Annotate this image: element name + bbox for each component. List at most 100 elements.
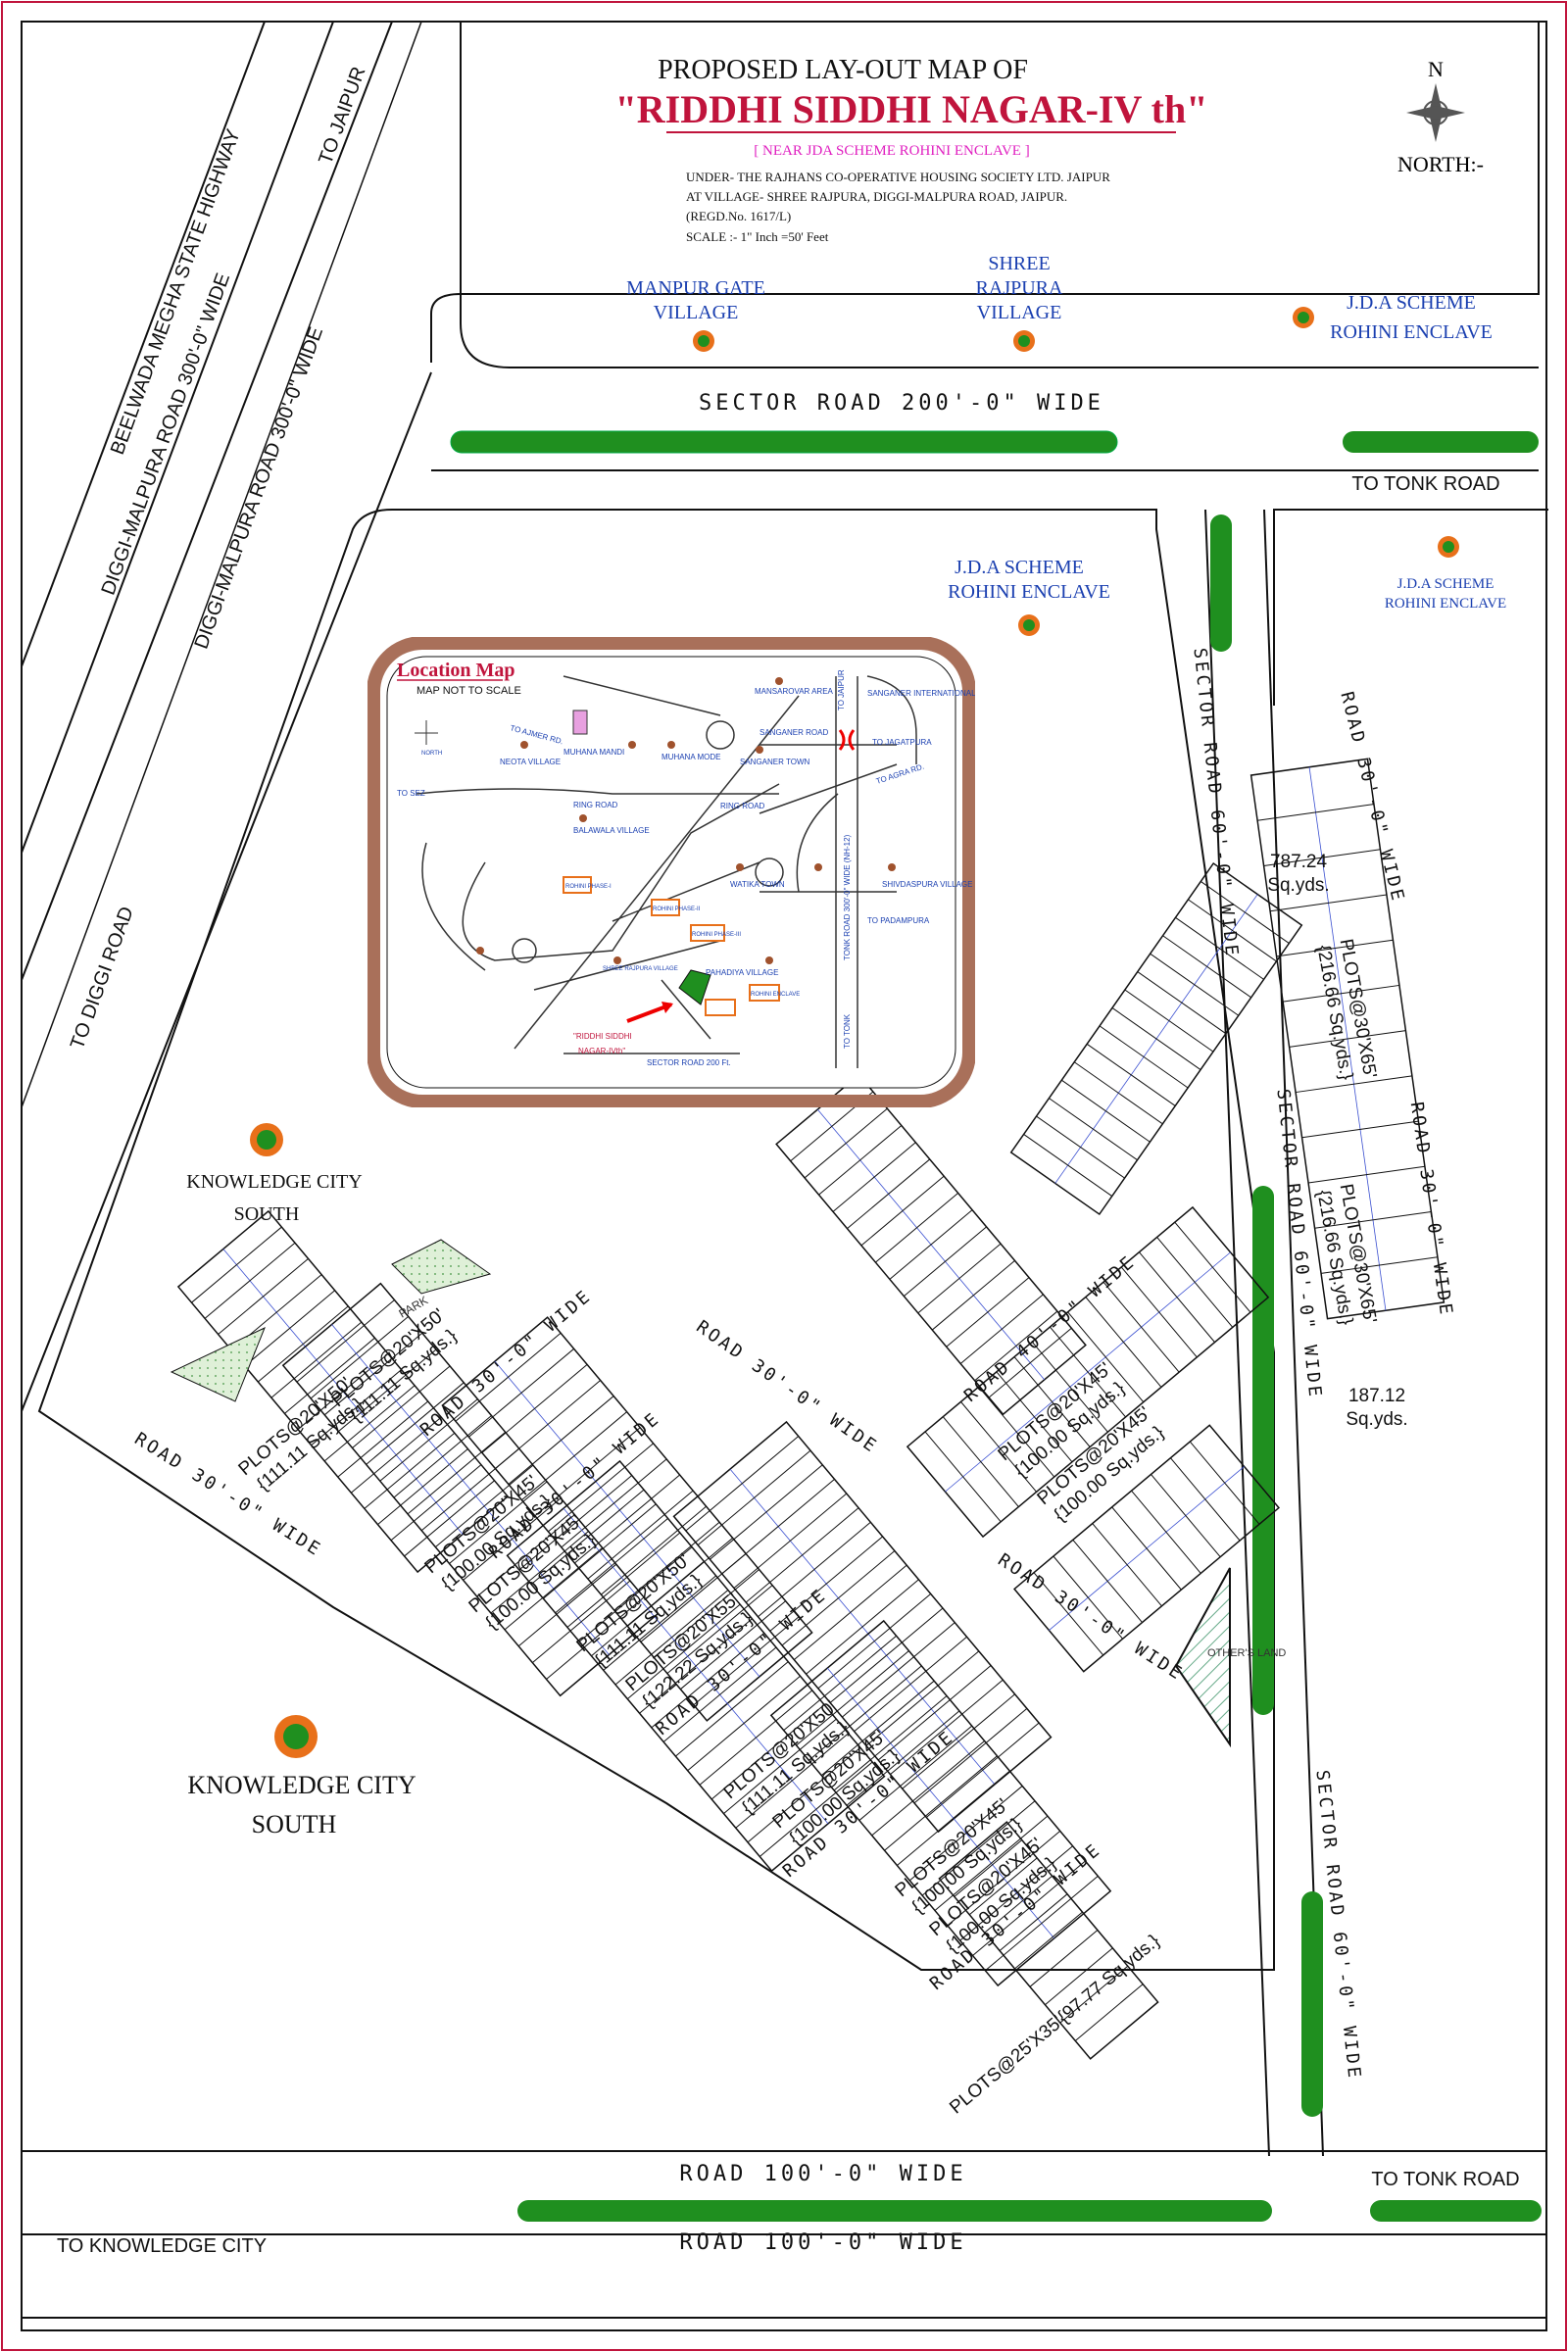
road30-right-label-b: ROAD 30'-0" WIDE xyxy=(1406,1101,1457,1318)
plot-block xyxy=(1250,758,1446,1320)
lm-mansarovar: MANSAROVAR AREA xyxy=(755,687,834,696)
lm-pahadiya: PAHADIYA VILLAGE xyxy=(706,968,778,977)
info-line-2: AT VILLAGE- SHREE RAJPURA, DIGGI-MALPURA… xyxy=(686,189,1067,204)
plot-block xyxy=(506,1459,886,1873)
lm-road-1 xyxy=(514,695,800,1050)
lm-balawala: BALAWALA VILLAGE xyxy=(573,826,650,835)
sector60-right-edge xyxy=(1263,509,1324,2157)
plot-block xyxy=(938,1821,1159,2060)
road30-label-c: ROAD 30'-0" WIDE xyxy=(692,1316,881,1457)
highway-edge-2 xyxy=(21,21,334,854)
plot-block xyxy=(769,1619,1112,1987)
right-block-edge xyxy=(1273,509,1548,706)
lm-shree-rajpura: SHREE RAJPURA VILLAGE xyxy=(603,966,678,972)
title-line-2: "RIDDHI SIDDHI NAGAR-IV th" xyxy=(615,87,1208,131)
sector-road-top-label: SECTOR ROAD 200'-0" WIDE xyxy=(699,391,1104,416)
lm-roundabout-3 xyxy=(512,938,537,963)
shree-label-1: SHREE xyxy=(988,253,1050,274)
info-line-3: (REGD.No. 1617/L) xyxy=(686,209,791,223)
highway-edge-3 xyxy=(21,21,393,981)
highway-edge-5 xyxy=(21,371,432,1412)
lm-riddhi-1: "RIDDHI SIDDHI xyxy=(573,1032,632,1041)
lm-north: NORTH xyxy=(421,751,442,757)
road30-label-g: ROAD 30'-0" WIDE xyxy=(994,1549,1187,1685)
manpur-label-1: MANPUR GATE xyxy=(626,277,765,299)
knowledge-large-2: SOUTH xyxy=(252,1810,337,1838)
plot-block xyxy=(1013,1424,1280,1673)
to-knowledge-label: TO KNOWLEDGE CITY xyxy=(57,2235,267,2257)
to-tonk-top-label: TO TONK ROAD xyxy=(1351,473,1499,495)
plot-block xyxy=(176,1209,510,1574)
plot-block xyxy=(281,1282,660,1697)
lm-to-padampura: TO PADAMPURA xyxy=(867,916,930,925)
lm-ring-road xyxy=(462,783,780,961)
lm-rohini-3: ROHINI PHASE-III xyxy=(692,932,741,938)
plot-size-label: Sq.yds. xyxy=(1267,875,1329,896)
lm-muhana-mode: MUHANA MODE xyxy=(662,753,720,761)
info-line-1: UNDER- THE RAJHANS CO-OPERATIVE HOUSING … xyxy=(686,170,1110,184)
road30-right-label-a: ROAD 30'-0" WIDE xyxy=(1336,690,1408,906)
median-strip-right-3 xyxy=(1301,1891,1323,2117)
lm-ring-road-1: RING ROAD xyxy=(573,801,618,809)
road30-label-a: ROAD 30'-0" WIDE xyxy=(416,1286,596,1441)
to-jaipur-label: TO JAIPUR xyxy=(315,64,369,167)
jda-mid-2: ROHINI ENCLAVE xyxy=(948,581,1110,603)
sector60-left-edge xyxy=(1204,509,1270,2157)
sector-road-upper-edge xyxy=(460,22,1539,368)
title-line-1: PROPOSED LAY-OUT MAP OF xyxy=(658,55,1028,85)
lm-title: Location Map xyxy=(397,660,515,681)
highway-edge-4 xyxy=(21,21,422,1108)
highway-edge-1 xyxy=(21,21,266,667)
median-strip-right-1 xyxy=(1210,514,1232,652)
sector60-label-a: SECTOR ROAD 60'-0" WIDE xyxy=(1189,647,1242,959)
to-diggi-label: TO DIGGI ROAD xyxy=(67,904,138,1052)
lm-tonk-road: TONK ROAD 300'-0" WIDE (NH-12) xyxy=(843,834,852,960)
lm-to-tonk: TO TONK xyxy=(843,1013,852,1049)
park-area-2 xyxy=(170,1327,266,1402)
shree-label-3: VILLAGE xyxy=(977,302,1062,323)
sector60-label-b: SECTOR ROAD 60'-0" WIDE xyxy=(1272,1088,1325,1400)
lm-sez-road xyxy=(416,788,779,795)
location-map-frame xyxy=(368,637,975,1107)
median-strip-bottom xyxy=(517,2200,1272,2222)
lm-riddhi-2: NAGAR-IVth" xyxy=(578,1047,625,1055)
jda-top-2: ROHINI ENCLAVE xyxy=(1330,321,1493,343)
plot-size-label: 787.24 xyxy=(1270,852,1328,872)
lm-roundabout-1 xyxy=(706,720,735,750)
north-label: NORTH:- xyxy=(1397,152,1484,176)
manpur-label-2: VILLAGE xyxy=(654,302,739,323)
lm-rohini-2: ROHINI PHASE-II xyxy=(653,906,701,912)
lm-sector-road: SECTOR ROAD 200 Ft. xyxy=(647,1058,731,1067)
lm-note: MAP NOT TO SCALE xyxy=(416,685,521,697)
info-line-4: SCALE :- 1" Inch =50' Feet xyxy=(686,229,829,244)
knowledge-small-2: SOUTH xyxy=(234,1203,300,1225)
median-strip-top xyxy=(450,430,1118,454)
plot-size-label: Sq.yds. xyxy=(1346,1409,1407,1430)
jda-top-1: J.D.A SCHEME xyxy=(1347,292,1476,314)
plot-block xyxy=(775,1073,1087,1416)
others-land-label: OTHER'S LAND xyxy=(1207,1647,1286,1659)
land-block xyxy=(37,509,1275,1971)
knowledge-small-1: KNOWLEDGE CITY xyxy=(186,1171,362,1193)
plot-block xyxy=(906,1205,1270,1539)
lm-to-jagatpura: TO JAGATPURA xyxy=(872,738,932,747)
lm-rohini-1: ROHINI PHASE-I xyxy=(565,884,612,890)
inner-border xyxy=(21,21,1547,2331)
lm-to-jaipur: TO JAIPUR xyxy=(837,669,846,710)
median-strip-right-2 xyxy=(1252,1186,1274,1715)
lm-sanganer-town: SANGANER TOWN xyxy=(740,758,809,766)
compass-n: N xyxy=(1428,57,1444,81)
jda-right-1: J.D.A SCHEME xyxy=(1397,576,1494,592)
others-land-triangle xyxy=(1174,1567,1231,1748)
lm-site-marker xyxy=(678,969,711,1005)
lm-ring-road-2: RING ROAD xyxy=(720,802,765,810)
compass-icon xyxy=(1406,83,1465,142)
lm-roundabout-2 xyxy=(755,858,784,887)
knowledge-large-1: KNOWLEDGE CITY xyxy=(187,1771,416,1799)
road100-label-b: ROAD 100'-0" WIDE xyxy=(679,2230,966,2255)
plot-block xyxy=(1009,861,1303,1216)
lm-muhana-mandi: MUHANA MANDI xyxy=(564,748,624,757)
jda-right-2: ROHINI ENCLAVE xyxy=(1385,596,1506,612)
